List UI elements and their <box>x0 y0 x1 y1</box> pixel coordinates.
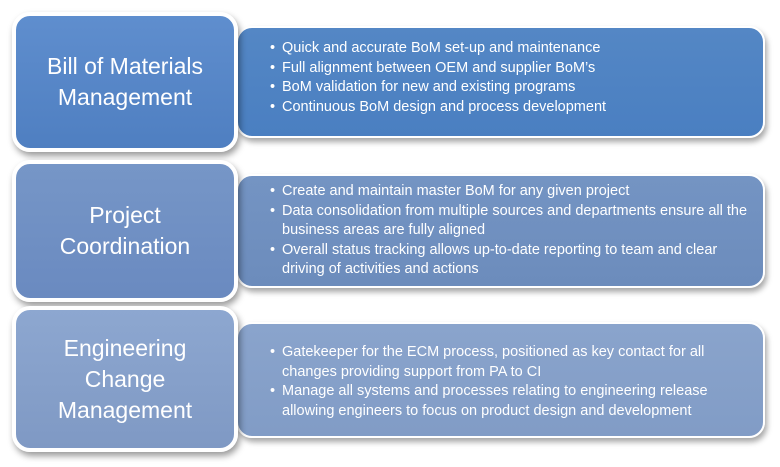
project-title-box: Project Coordination <box>12 160 238 302</box>
project-title-line-1: Project <box>89 202 161 228</box>
project-bullet: Data consolidation from multiple sources… <box>270 202 750 241</box>
bom-bullet: Continuous BoM design and process develo… <box>270 98 750 118</box>
ecm-bullet: Gatekeeper for the ECM process, position… <box>270 343 750 382</box>
ecm-title-line-2: Change <box>84 365 166 392</box>
bom-bullet: BoM validation for new and existing prog… <box>270 78 750 98</box>
bom-bullet-list: Quick and accurate BoM set-up and mainte… <box>270 39 750 117</box>
project-bullet: Create and maintain master BoM for any g… <box>270 182 750 202</box>
project-bullet: Overall status tracking allows up-to-dat… <box>270 241 750 280</box>
project-title-line-2: Coordination <box>59 233 191 259</box>
ecm-bullet-list: Gatekeeper for the ECM process, position… <box>270 343 750 421</box>
bom-title-line-2: Management <box>57 84 193 110</box>
ecm-title-line-1: Engineering <box>63 334 187 361</box>
bom-title-line-1: Bill of Materials <box>47 53 203 79</box>
bom-title-box: Bill of Materials Management <box>12 12 238 152</box>
bom-bullet: Quick and accurate BoM set-up and mainte… <box>270 39 750 59</box>
ecm-bullet: Manage all systems and processes relatin… <box>270 382 750 421</box>
bom-bullet: Full alignment between OEM and supplier … <box>270 59 750 79</box>
ecm-title-box: Engineering Change Management <box>12 306 238 452</box>
project-bullet-list: Create and maintain master BoM for any g… <box>270 182 750 280</box>
ecm-title-line-3: Management <box>57 396 193 423</box>
